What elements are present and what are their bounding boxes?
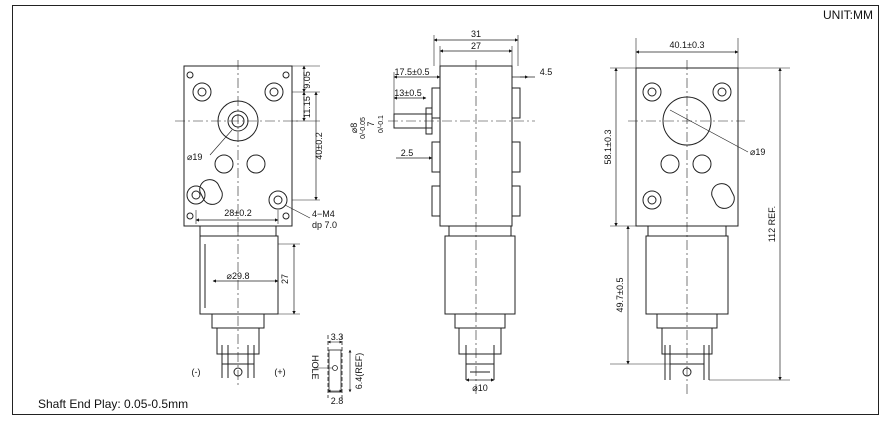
dim-side-flat: 7 bbox=[366, 121, 376, 126]
dim-side-4-5: 4.5 bbox=[540, 67, 553, 77]
dim-terminal-2-8: 2.8 bbox=[331, 396, 344, 406]
side-motor-flange bbox=[448, 225, 512, 237]
dim-front-9-05: 9.05 bbox=[302, 71, 312, 89]
dim-front-dp: dp 7.0 bbox=[312, 220, 337, 230]
terminal-negative: (-) bbox=[192, 367, 201, 377]
dim-front-m4: 4−M4 bbox=[312, 209, 335, 219]
dim-back-40-1: 40.1±0.3 bbox=[670, 40, 705, 50]
dim-front-28: 28±0.2 bbox=[224, 208, 251, 218]
corner-hole-bl bbox=[186, 185, 206, 205]
back-hub bbox=[662, 96, 712, 146]
side-motor-body bbox=[444, 235, 516, 315]
dim-side-flat-tol: 0/-0.1 bbox=[378, 115, 385, 133]
dim-terminal-3-3: 3.3 bbox=[331, 332, 344, 342]
dim-terminal-hole: HOLE bbox=[310, 355, 320, 380]
output-hub bbox=[217, 100, 259, 142]
shaft-end-play-note: Shaft End Play: 0.05-0.5mm bbox=[38, 397, 189, 411]
dim-side-13: 13±0.5 bbox=[394, 88, 421, 98]
drawing-border bbox=[12, 5, 879, 415]
dim-terminal-ref: 6.4(REF) bbox=[354, 353, 364, 390]
dim-front-11-15: 11.15 bbox=[302, 96, 312, 118]
terminal-positive: (+) bbox=[274, 367, 285, 377]
dim-side-d10: ⌀10 bbox=[472, 383, 487, 393]
dim-front-d19: ⌀19 bbox=[187, 152, 202, 162]
terminal-detail bbox=[314, 335, 352, 398]
dim-back-58-1: 58.1±0.3 bbox=[603, 130, 613, 165]
unit-label: UNIT:MM bbox=[823, 8, 873, 22]
dim-front-40: 40±0.2 bbox=[314, 132, 324, 159]
back-view bbox=[610, 38, 790, 395]
side-view bbox=[388, 35, 535, 395]
dim-back-112: 112 REF. bbox=[767, 206, 777, 242]
dim-back-d19: ⌀19 bbox=[750, 147, 765, 157]
dim-side-shaft-tol: 0/-0.05 bbox=[360, 117, 367, 139]
dim-front-27: 27 bbox=[280, 274, 290, 284]
corner-hole-tr bbox=[264, 82, 284, 102]
dim-front-d29-8: ⌀29.8 bbox=[227, 271, 250, 281]
dim-side-27: 27 bbox=[471, 41, 481, 51]
dim-back-49-7: 49.7±0.5 bbox=[615, 278, 625, 313]
dim-side-31: 31 bbox=[471, 29, 481, 39]
front-view bbox=[175, 60, 320, 388]
dim-side-17-5: 17.5±0.5 bbox=[395, 67, 430, 77]
dim-side-2-5: 2.5 bbox=[401, 148, 414, 158]
dim-side-shaft-d: ⌀8 bbox=[349, 123, 359, 133]
corner-hole-br bbox=[268, 190, 288, 210]
corner-hole-tl bbox=[192, 82, 212, 102]
